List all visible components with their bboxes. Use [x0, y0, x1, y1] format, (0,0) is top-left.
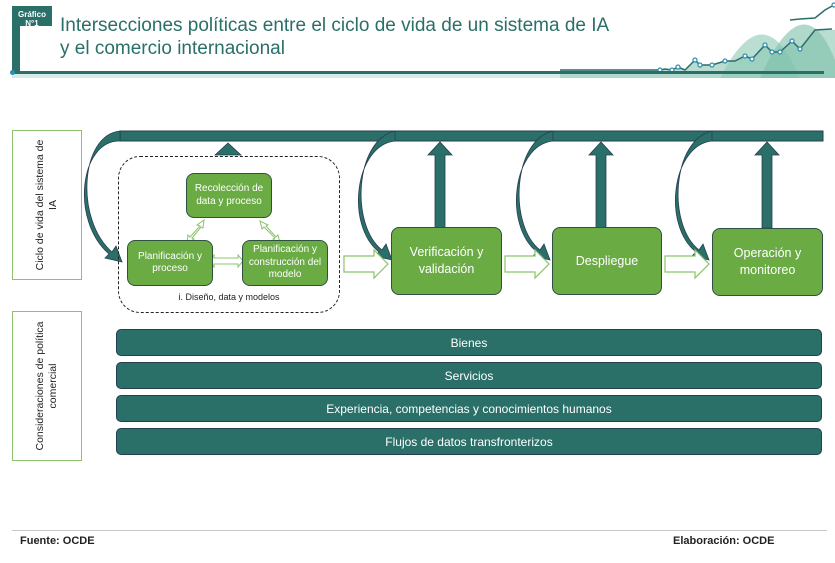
box-line: modelo: [268, 269, 302, 281]
header-dot-icon: [10, 70, 15, 75]
up-arrow-verification: [427, 141, 453, 229]
up-arrow-operation: [754, 141, 780, 229]
header-underline-light: [12, 74, 824, 78]
badge-line1: Gráfico: [17, 10, 46, 19]
trade-row-label-box: Consideraciones de política comercial: [12, 311, 82, 461]
design-group-box: [118, 156, 340, 313]
stage-line: monitoreo: [739, 263, 796, 277]
trade-bar-data-flows: Flujos de datos transfronterizos: [116, 428, 822, 455]
double-arrow-right: [259, 220, 281, 245]
stage-line: Despliegue: [575, 253, 639, 268]
stage-line: Verificación y: [409, 245, 484, 259]
feedback-curve-arrow-3: [516, 130, 554, 261]
lifecycle-row-label-box: Ciclo de vida del sistema de IA: [12, 130, 82, 280]
badge-line2: N°1: [25, 19, 39, 28]
footer-source: Fuente: OCDE: [20, 535, 95, 547]
box-line: Recolección de: [194, 183, 264, 194]
stage-line: Operación y: [733, 246, 802, 260]
title-line2: y el comercio internacional: [60, 38, 285, 59]
stage-verification: Verificación y validación: [391, 227, 502, 295]
box-line: Planificación y: [138, 250, 202, 262]
header-badge-cutout: [20, 26, 52, 72]
trade-bar-goods: Bienes: [116, 329, 822, 356]
stage-line: validación: [418, 262, 475, 276]
page-title: Intersecciones políticas entre el ciclo …: [60, 14, 620, 60]
title-line1: Intersecciones políticas entre el ciclo …: [60, 15, 610, 36]
stage-deployment: Despliegue: [552, 227, 662, 295]
feedback-curve-arrow-4: [675, 130, 713, 261]
up-arrow-deployment: [588, 141, 614, 229]
footer-divider: [12, 530, 827, 531]
trade-bar-services: Servicios: [116, 362, 822, 389]
feedback-curve-arrow-1: [83, 130, 123, 263]
design-group-label: i. Diseño, data y modelos: [178, 292, 280, 302]
box-line: proceso: [152, 263, 188, 274]
box-line: Planificación y: [253, 244, 317, 256]
stage-operation: Operación y monitoreo: [712, 228, 823, 296]
feedback-curve-arrow-2: [358, 130, 396, 261]
lifecycle-arrows: [83, 130, 824, 280]
trade-row-label: Consideraciones de política comercial: [34, 321, 59, 451]
footer-credit: Elaboración: OCDE: [673, 535, 775, 547]
header-underline: [12, 71, 824, 74]
flow-arrow-1: [343, 248, 389, 280]
flow-arrow-3: [664, 248, 710, 280]
box-line: data y proceso: [196, 195, 262, 207]
header-decoration-peak-icon: [790, 2, 835, 21]
flow-arrow-2: [504, 248, 550, 280]
up-arrow-head-design: [213, 142, 243, 156]
trade-bar-skills: Experiencia, competencias y conocimiento…: [116, 395, 822, 422]
box-line: construcción del: [248, 256, 322, 268]
header-decoration-chart-icon: [560, 24, 835, 78]
feedback-bar: [119, 130, 824, 142]
